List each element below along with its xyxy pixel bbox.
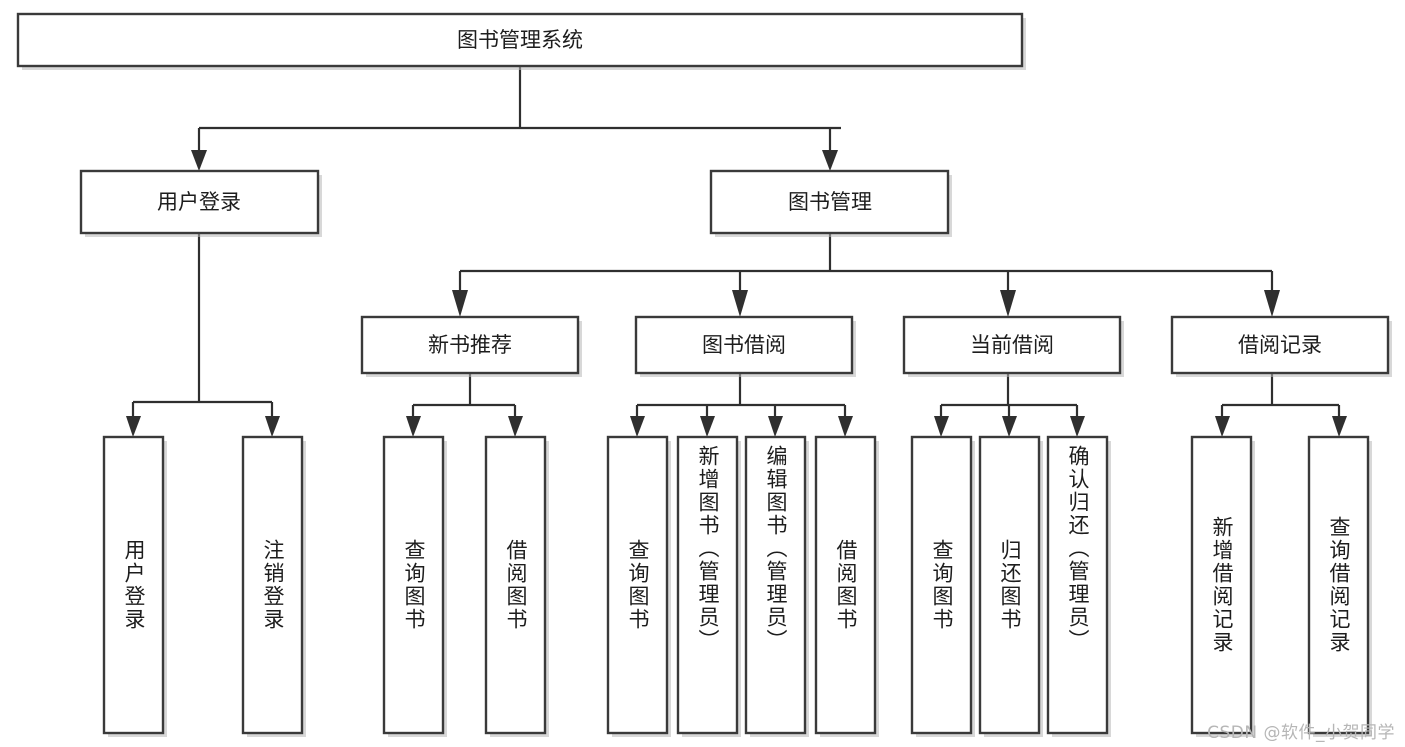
node-new-book-recommend-rect[interactable] [360,315,580,375]
arrowhead-leaf-query-record [1332,416,1347,437]
arrowhead-leaf-borrow-book-1 [508,416,523,437]
arrowhead-leaf-query-book-1 [406,416,421,437]
arrowhead-leaf-query-book-3 [934,416,949,437]
node-leaf-user-login[interactable] [102,435,167,737]
arrowhead-leaf-return-book [1002,416,1017,437]
node-book-manage-rect[interactable] [709,169,950,235]
arrowhead-current-borrow [1000,290,1016,317]
node-current-borrow-label: 当前借阅 [970,333,1054,357]
arrowhead-leaf-add-record [1215,416,1230,437]
connector-layer [126,66,1347,437]
node-leaf-borrow-book-1-rect[interactable] [484,435,547,735]
node-borrow-record-rect[interactable] [1170,315,1390,375]
node-root[interactable]: 图书管理系统 [16,12,1026,70]
arrowhead-leaf-add-book [700,416,715,437]
node-new-book-recommend[interactable]: 新书推荐 [360,315,582,377]
node-current-borrow[interactable]: 当前借阅 [902,315,1124,377]
arrowhead-book-borrow [732,290,748,317]
node-borrow-record[interactable]: 借阅记录 [1170,315,1392,377]
node-leaf-borrow-book-1[interactable] [484,435,549,737]
node-leaf-query-book-3[interactable] [910,435,975,737]
arrowhead-borrow-record [1264,290,1280,317]
node-new-book-recommend-label: 新书推荐 [428,333,512,357]
node-leaf-borrow-book-2-rect[interactable] [814,435,877,735]
node-leaf-add-record[interactable] [1190,435,1255,737]
node-leaf-user-logout-rect[interactable] [241,435,304,735]
node-leaf-query-book-1[interactable] [382,435,447,737]
node-leaf-confirm-return-rect[interactable] [1046,435,1109,735]
node-leaf-edit-book[interactable] [744,435,809,737]
node-leaf-borrow-book-2[interactable] [814,435,879,737]
node-leaf-return-book[interactable] [978,435,1043,737]
node-leaf-query-book-1-rect[interactable] [382,435,445,735]
node-book-borrow-label: 图书借阅 [702,333,786,357]
arrowhead-user-login [191,150,207,171]
node-leaf-return-book-rect[interactable] [978,435,1041,735]
arrowhead-new-book-recommend [452,290,468,317]
arrowhead-leaf-user-logout [265,416,280,437]
arrowhead-leaf-query-book-2 [630,416,645,437]
node-book-borrow-rect[interactable] [634,315,854,375]
node-leaf-add-record-rect[interactable] [1190,435,1253,735]
node-root-label: 图书管理系统 [457,28,583,52]
node-leaf-query-book-3-rect[interactable] [910,435,973,735]
node-leaf-user-login-rect[interactable] [102,435,165,735]
csdn-watermark: CSDN @软件_小贺同学 [1207,723,1395,743]
arrowhead-leaf-borrow-book-2 [838,416,853,437]
node-root-rect[interactable] [16,12,1024,68]
node-leaf-user-logout[interactable] [241,435,306,737]
arrowhead-book-manage [822,150,838,171]
node-book-borrow[interactable]: 图书借阅 [634,315,856,377]
node-leaf-query-record[interactable] [1307,435,1372,737]
arrowhead-leaf-user-login [126,416,141,437]
node-leaf-query-book-2[interactable] [606,435,671,737]
node-leaf-edit-book-rect[interactable] [744,435,807,735]
node-leaf-query-record-rect[interactable] [1307,435,1370,735]
node-leaf-add-book[interactable] [676,435,741,737]
node-user-login-rect[interactable] [79,169,320,235]
node-book-manage-label: 图书管理 [788,190,872,214]
arrowhead-leaf-edit-book [768,416,783,437]
node-leaf-query-book-2-rect[interactable] [606,435,669,735]
node-borrow-record-label: 借阅记录 [1238,333,1322,357]
node-current-borrow-rect[interactable] [902,315,1122,375]
node-book-manage[interactable]: 图书管理 [709,169,952,237]
node-layer: 图书管理系统 用户登录 图书管理 新书推荐 [16,12,1392,737]
arrowhead-leaf-confirm-return [1070,416,1085,437]
node-user-login-label: 用户登录 [157,190,241,214]
node-leaf-add-book-rect[interactable] [676,435,739,735]
node-leaf-confirm-return[interactable] [1046,435,1111,737]
node-user-login[interactable]: 用户登录 [79,169,322,237]
